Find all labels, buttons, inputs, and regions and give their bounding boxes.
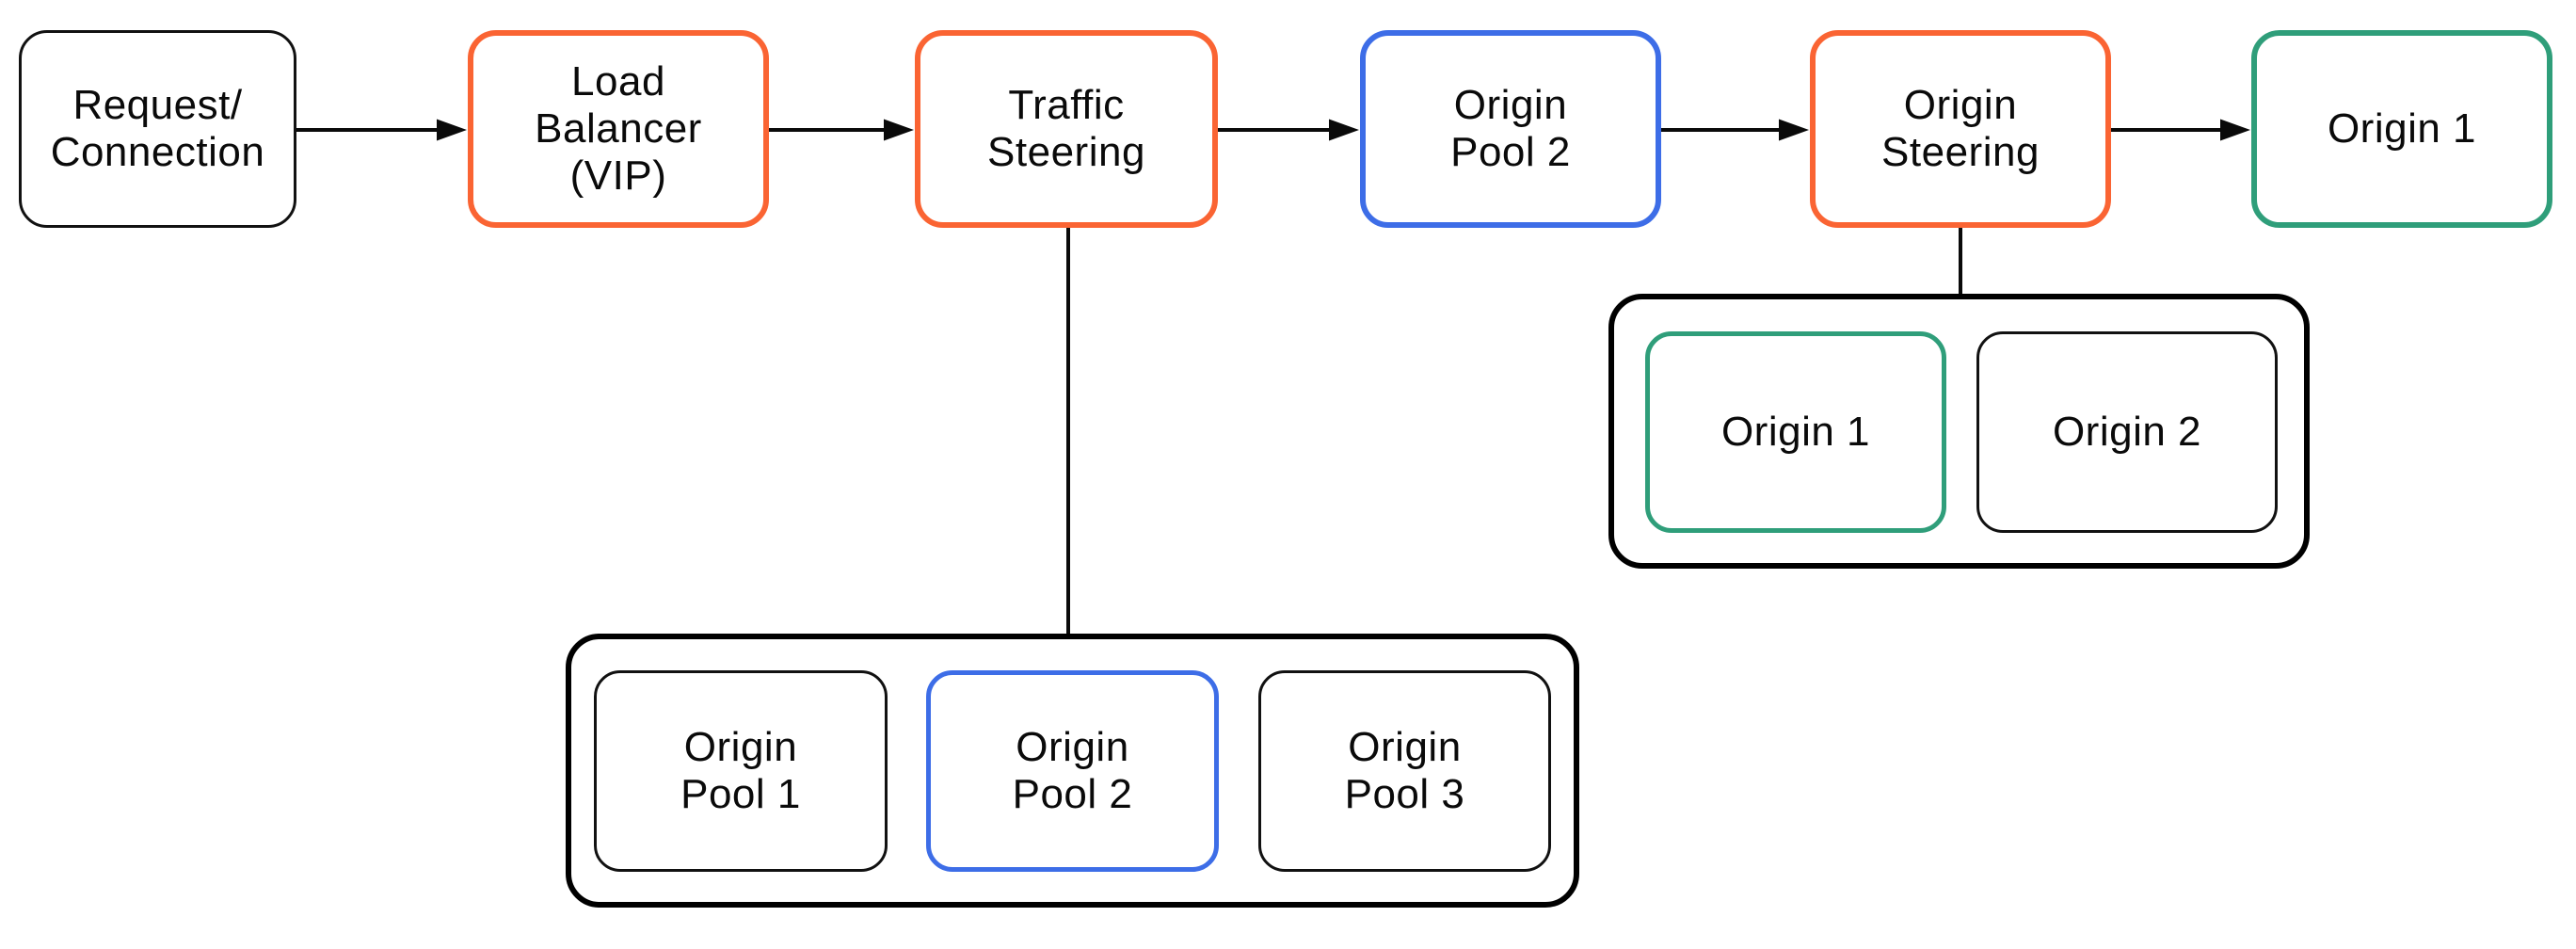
node-label: Origin Pool 1 <box>680 724 801 817</box>
node-load-balancer-vip: Load Balancer (VIP) <box>468 30 769 228</box>
node-label: Origin Steering <box>1881 82 2040 175</box>
node-traffic-steering: Traffic Steering <box>915 30 1218 228</box>
node-label: Origin Pool 2 <box>1450 82 1571 175</box>
flow-arrow <box>296 119 467 141</box>
node-origin-steering: Origin Steering <box>1810 30 2111 228</box>
flow-arrow <box>1218 119 1359 141</box>
node-label: Origin Pool 2 <box>1012 724 1133 817</box>
node-origin-pool-3-option: Origin Pool 3 <box>1258 670 1551 872</box>
node-origin-pool-1-option: Origin Pool 1 <box>594 670 888 872</box>
flow-arrow <box>769 119 914 141</box>
node-origin-pool-2-option: Origin Pool 2 <box>926 670 1219 872</box>
node-label: Origin 1 <box>2327 105 2477 152</box>
node-label: Traffic Steering <box>987 82 1145 175</box>
node-origin-1-option: Origin 1 <box>1645 331 1946 533</box>
node-origin-2-option: Origin 2 <box>1976 331 2278 533</box>
node-request-connection: Request/ Connection <box>19 30 296 228</box>
flow-arrow <box>2111 119 2250 141</box>
node-origin-1: Origin 1 <box>2251 30 2552 228</box>
node-origin-pool-2: Origin Pool 2 <box>1360 30 1661 228</box>
node-label: Origin 2 <box>2052 409 2202 455</box>
node-label: Request/ Connection <box>50 82 265 175</box>
flow-arrow <box>1661 119 1809 141</box>
node-label: Origin Pool 3 <box>1344 724 1465 817</box>
node-label: Origin 1 <box>1720 409 1871 455</box>
node-label: Load Balancer (VIP) <box>535 58 702 199</box>
